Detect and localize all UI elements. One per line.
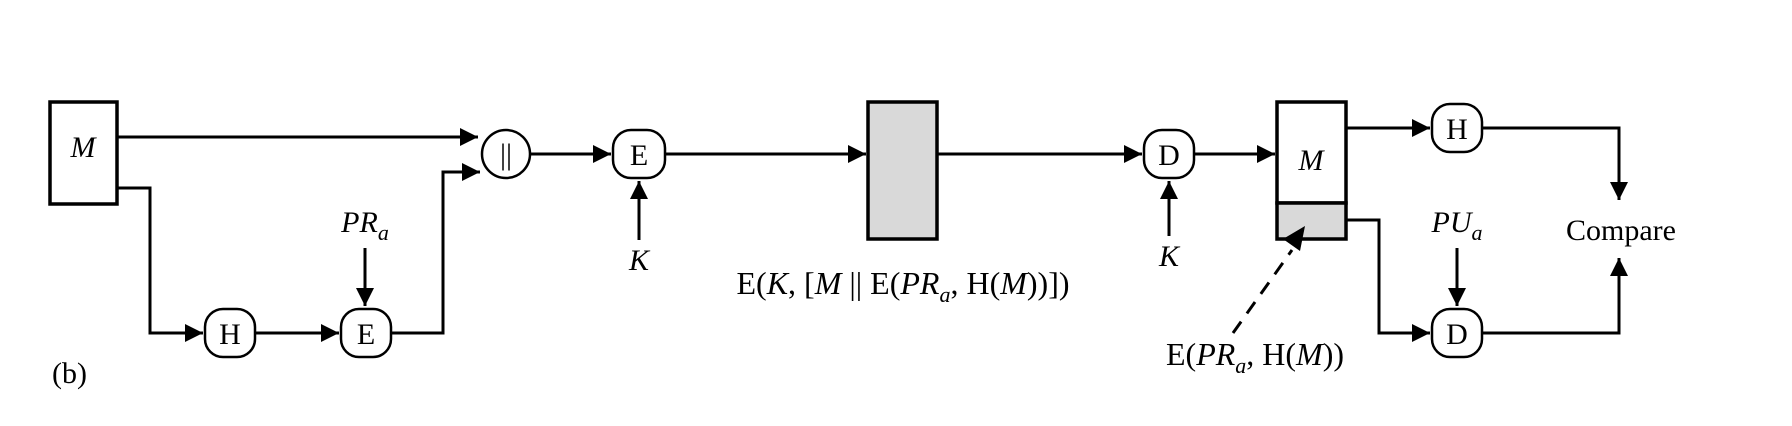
hash-node-receiver-label: H xyxy=(1446,113,1468,146)
concat-node-label: || xyxy=(500,138,512,171)
edge-signature-to-decrypt xyxy=(1346,218,1430,342)
encrypt-node-signature-label: E xyxy=(357,318,375,351)
decrypt-node-session-label: D xyxy=(1158,139,1180,172)
received-signature-box xyxy=(1275,201,1348,241)
signature-pointer-head xyxy=(1283,226,1305,251)
panel-label: (b) xyxy=(52,357,87,390)
private-key-label: PRa xyxy=(340,206,389,245)
edge-decrypt-to-compare xyxy=(1482,258,1628,335)
edge-hash-to-compare xyxy=(1482,126,1628,200)
signature-label: E(PRa, H(M)) xyxy=(1166,336,1344,378)
hash-node-sender-label: H xyxy=(219,318,241,351)
edge-signature-to-concat xyxy=(391,163,480,335)
transmitted-label: E(K, [M || E(PRa, H(M))]) xyxy=(736,265,1069,307)
edge-message-to-hash xyxy=(117,186,203,342)
message-box xyxy=(48,100,119,206)
received-message-label: M xyxy=(1298,144,1326,177)
public-key-label: PUa xyxy=(1431,206,1483,245)
compare-label: Compare xyxy=(1566,214,1676,247)
message-label: M xyxy=(70,131,98,164)
session-key-label-receiver: K xyxy=(1158,240,1181,273)
signature-pointer xyxy=(1231,249,1294,334)
decrypt-node-signature-label: D xyxy=(1446,318,1468,351)
encrypt-node-session-label: E xyxy=(630,139,648,172)
received-message-box xyxy=(1275,100,1348,205)
session-key-label-sender: K xyxy=(628,244,651,277)
transmitted-block xyxy=(866,100,939,241)
